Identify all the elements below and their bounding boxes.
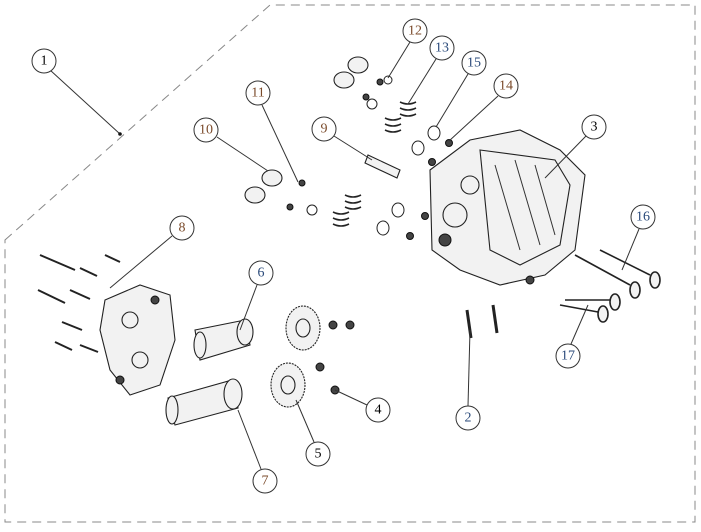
- svg-text:12: 12: [408, 24, 422, 39]
- cam-sprocket-upper: [285, 305, 321, 351]
- spark-plug: [364, 154, 401, 179]
- bolts: [37, 254, 121, 353]
- cam-sprocket-lower: [270, 362, 306, 408]
- svg-text:9: 9: [321, 122, 328, 137]
- callout-13: 13: [429, 35, 455, 61]
- valves: [559, 249, 661, 323]
- callout-3: 3: [581, 114, 607, 140]
- camshaft-intake: [193, 318, 254, 361]
- callout-12: 12: [402, 18, 428, 44]
- svg-text:14: 14: [499, 79, 513, 94]
- svg-text:2: 2: [465, 411, 472, 426]
- callout-5: 5: [305, 441, 331, 467]
- callout-10: 10: [193, 117, 219, 143]
- svg-text:16: 16: [636, 210, 650, 225]
- camshaft-exhaust: [165, 378, 243, 426]
- sprocket-bolts: [315, 320, 355, 395]
- svg-text:10: 10: [199, 123, 213, 138]
- studs: [465, 304, 499, 339]
- callout-7: 7: [252, 468, 278, 494]
- cam-holder: [99, 284, 176, 396]
- svg-text:8: 8: [179, 221, 186, 236]
- callout-4: 4: [365, 397, 391, 423]
- valve-tappets: [244, 56, 369, 204]
- washers: [306, 75, 441, 236]
- callout-14: 14: [493, 73, 519, 99]
- callout-17: 17: [555, 343, 581, 369]
- callout-2: 2: [455, 405, 481, 431]
- svg-text:13: 13: [435, 41, 449, 56]
- cylinder-head: [429, 129, 586, 286]
- callout-16: 16: [630, 204, 656, 230]
- assembly-boundary: [4, 4, 696, 523]
- svg-text:3: 3: [591, 120, 598, 135]
- callout-1: 1: [31, 48, 57, 74]
- callout-9: 9: [311, 116, 337, 142]
- svg-text:17: 17: [561, 349, 575, 364]
- svg-text:5: 5: [315, 447, 322, 462]
- small-nuts: [286, 78, 453, 240]
- svg-text:15: 15: [467, 56, 481, 71]
- svg-text:4: 4: [375, 403, 382, 418]
- svg-text:6: 6: [258, 266, 265, 281]
- leader-lines: [49, 41, 640, 470]
- callout-6: 6: [248, 260, 274, 286]
- callout-15: 15: [461, 50, 487, 76]
- svg-text:7: 7: [262, 474, 269, 489]
- svg-text:11: 11: [251, 86, 264, 101]
- svg-text:1: 1: [41, 54, 48, 69]
- callout-8: 8: [169, 215, 195, 241]
- callout-11: 11: [245, 80, 271, 106]
